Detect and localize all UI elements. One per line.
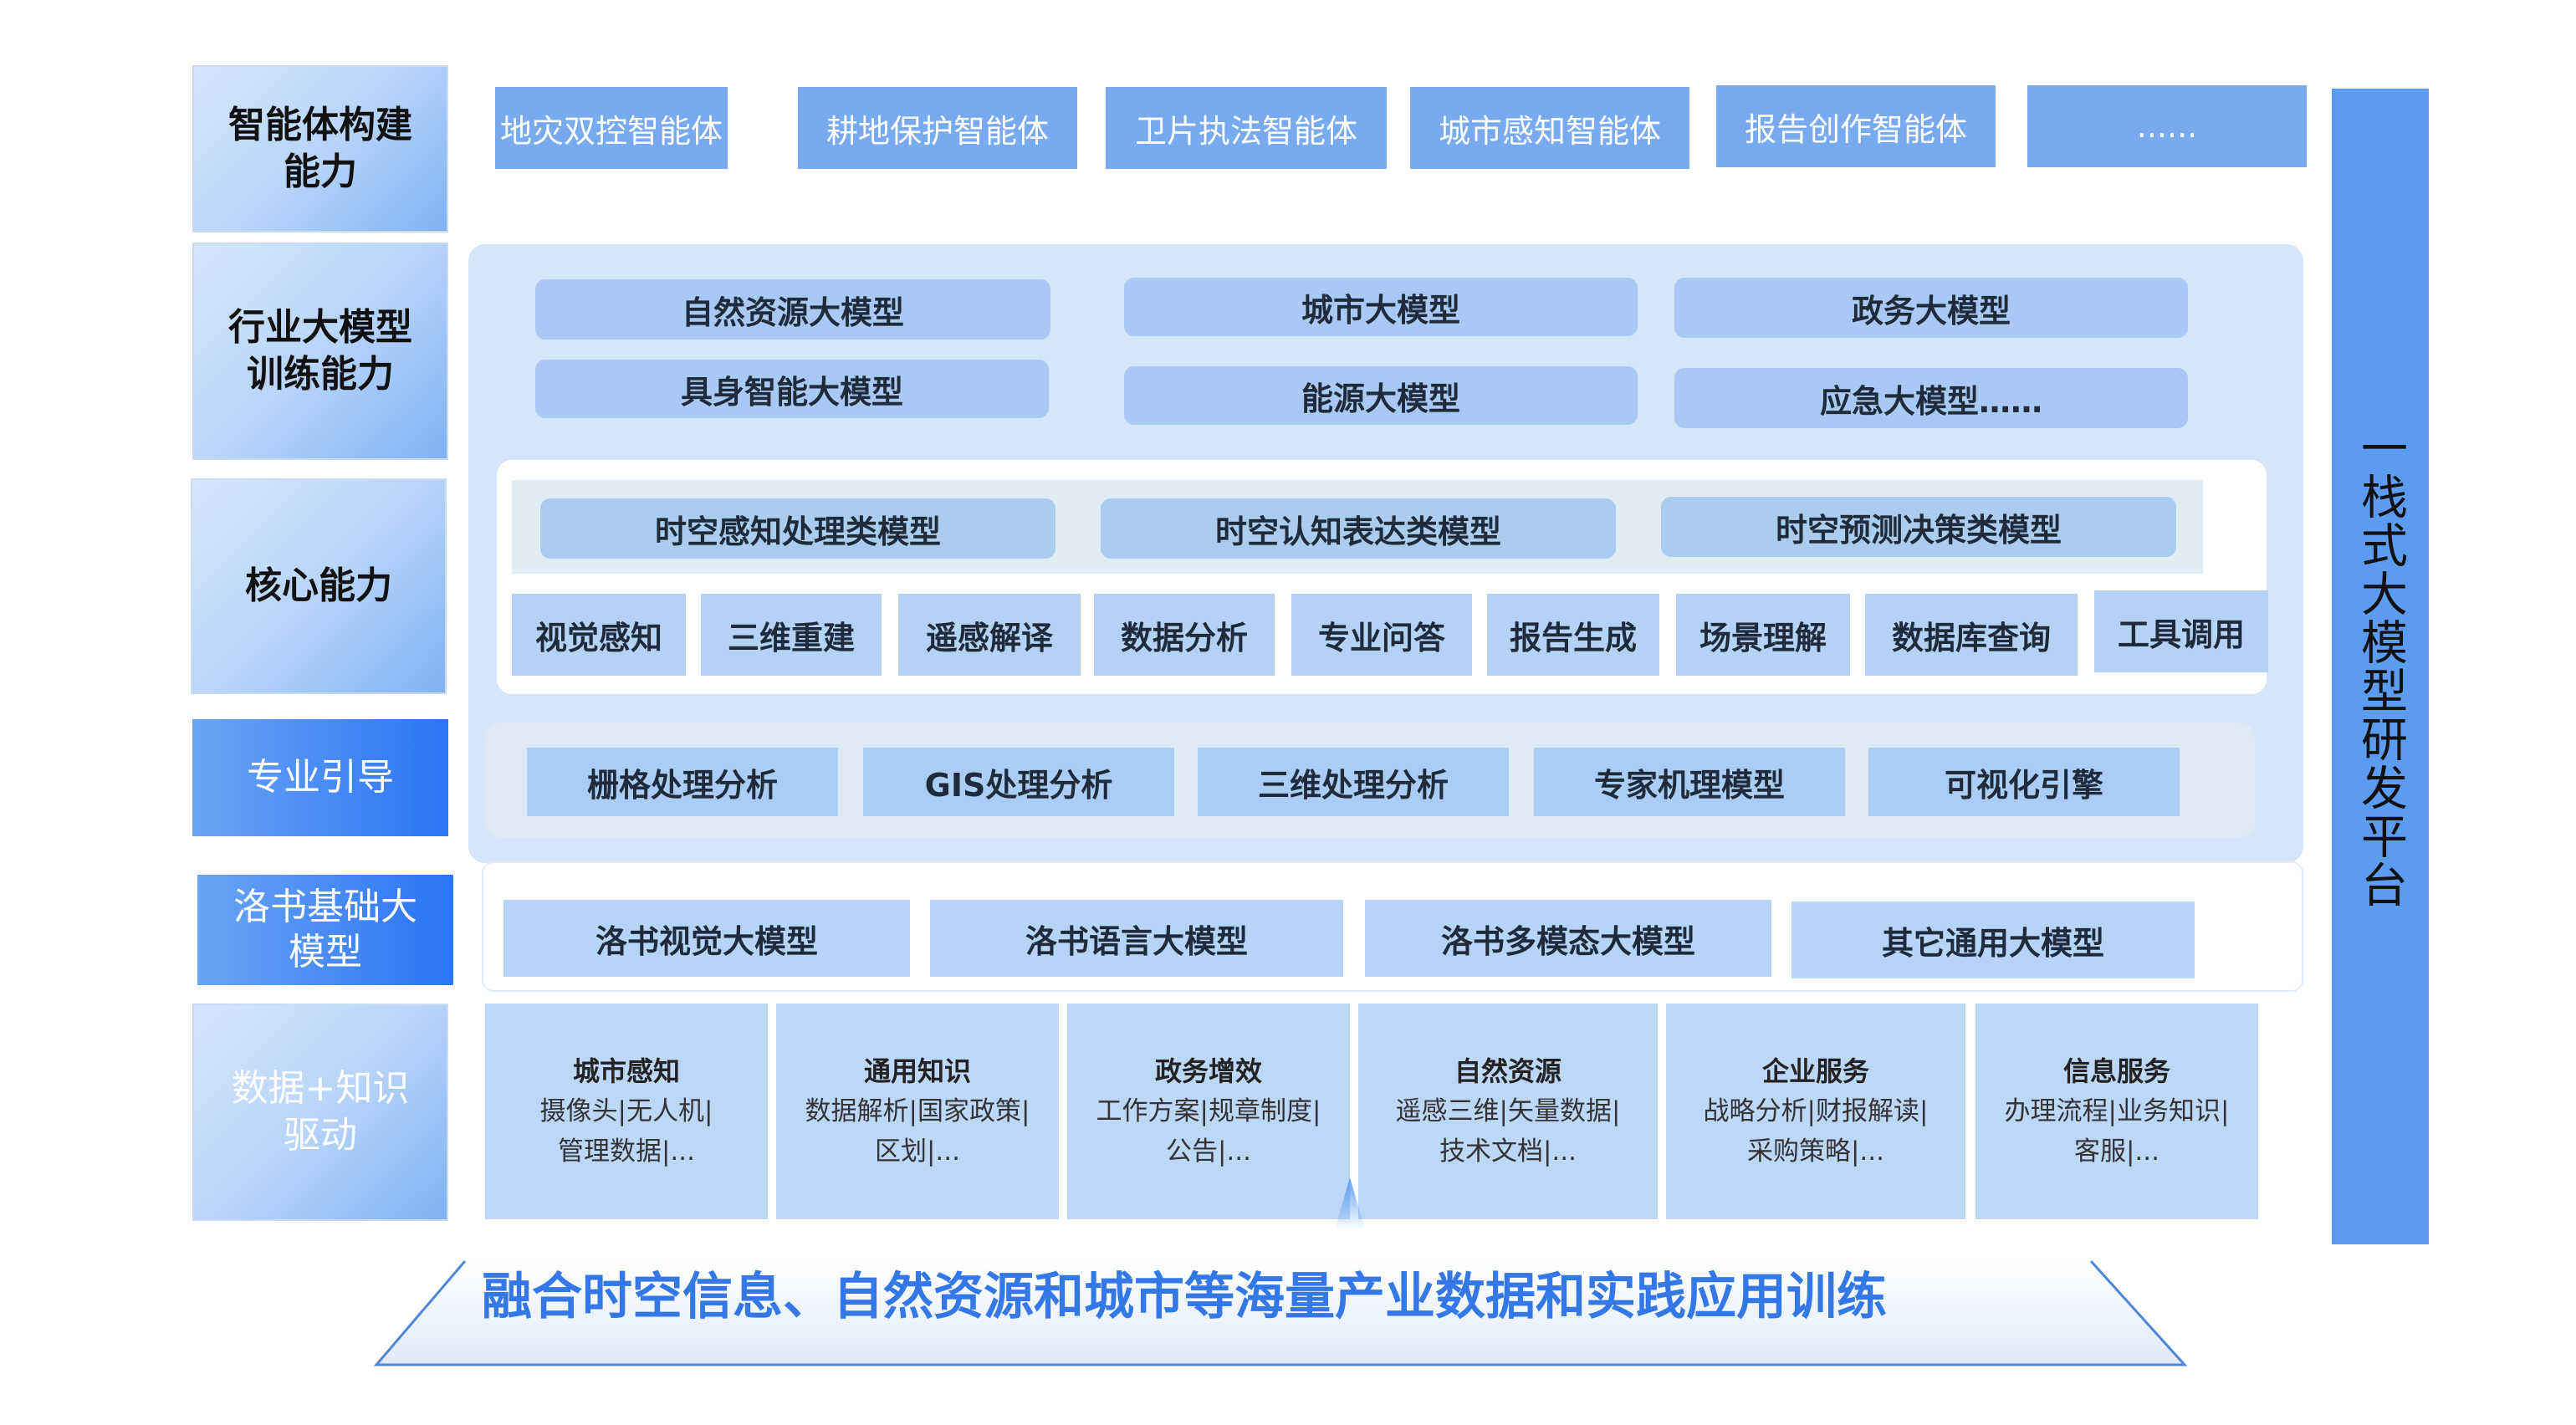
data-source-line: 遥感三维|矢量数据| <box>1395 1096 1621 1126</box>
agent-box-more: ...... <box>2027 85 2307 167</box>
data-source-line: 公告|... <box>1165 1136 1251 1167</box>
agent-box: 报告创作智能体 <box>1716 85 1996 167</box>
label-core-ability: 核心能力 <box>191 478 447 694</box>
luoshu-model: 洛书多模态大模型 <box>1365 900 1771 977</box>
spatiotemporal-model: 时空感知处理类模型 <box>540 498 1055 559</box>
label-data-knowledge: 数据+知识 驱动 <box>192 1004 448 1221</box>
agent-box: 卫片执法智能体 <box>1106 87 1387 169</box>
core-ability: 数据库查询 <box>1865 594 2078 676</box>
core-ability: 专业问答 <box>1291 594 1472 676</box>
data-source-card: 城市感知摄像头|无人机| 管理数据|... <box>485 1004 768 1219</box>
data-source-line: 战略分析|财报解读| <box>1703 1096 1929 1126</box>
data-source-line: 摄像头|无人机| <box>539 1096 713 1126</box>
core-ability: 三维重建 <box>701 594 882 676</box>
core-ability: 工具调用 <box>2094 590 2268 672</box>
data-source-title: 城市感知 <box>572 1055 680 1087</box>
luoshu-model: 洛书语言大模型 <box>930 900 1343 977</box>
industry-model: 具身智能大模型 <box>535 360 1049 418</box>
core-ability: 遥感解译 <box>898 594 1081 676</box>
data-source-card: 政务增效工作方案|规章制度| 公告|... <box>1067 1004 1350 1219</box>
core-ability: 视觉感知 <box>512 594 686 676</box>
professional-tool: 栅格处理分析 <box>527 748 838 816</box>
agent-box: 耕地保护智能体 <box>798 87 1077 169</box>
industry-model: 政务大模型 <box>1674 278 2188 338</box>
label-luoshu-foundation: 洛书基础大 模型 <box>197 875 453 985</box>
core-ability: 数据分析 <box>1094 594 1275 676</box>
agent-box: 城市感知智能体 <box>1410 87 1689 169</box>
data-source-line: 办理流程|业务知识| <box>2004 1096 2230 1126</box>
label-industry-training: 行业大模型 训练能力 <box>192 243 448 460</box>
data-source-line: 数据解析|国家政策| <box>805 1096 1030 1126</box>
data-source-line: 技术文档|... <box>1439 1136 1577 1167</box>
label-professional-guidance: 专业引导 <box>192 719 448 836</box>
professional-tool: GIS处理分析 <box>863 748 1174 816</box>
industry-model: 应急大模型…… <box>1674 368 2188 428</box>
industry-model: 自然资源大模型 <box>535 279 1050 340</box>
data-source-line: 工作方案|规章制度| <box>1096 1096 1321 1126</box>
industry-model: 能源大模型 <box>1124 366 1638 425</box>
data-source-card: 信息服务办理流程|业务知识| 客服|... <box>1975 1004 2258 1219</box>
spatiotemporal-model: 时空认知表达类模型 <box>1101 498 1616 559</box>
spatiotemporal-model: 时空预测决策类模型 <box>1661 497 2176 557</box>
data-source-card: 企业服务战略分析|财报解读| 采购策略|... <box>1666 1004 1965 1219</box>
data-source-line: 客服|... <box>2073 1136 2159 1167</box>
agent-box: 地灾双控智能体 <box>495 87 728 169</box>
data-source-card: 通用知识数据解析|国家政策| 区划|... <box>776 1004 1059 1219</box>
professional-tool: 可视化引擎 <box>1868 748 2180 816</box>
label-agent-building: 智能体构建 能力 <box>192 65 448 232</box>
data-source-line: 采购策略|... <box>1746 1136 1884 1167</box>
data-source-line: 区划|... <box>874 1136 960 1167</box>
data-source-card: 自然资源遥感三维|矢量数据| 技术文档|... <box>1358 1004 1658 1219</box>
industry-model: 城市大模型 <box>1124 278 1638 336</box>
professional-tool: 三维处理分析 <box>1198 748 1509 816</box>
base-banner-text: 融合时空信息、自然资源和城市等海量产业数据和实践应用训练 <box>482 1267 1887 1326</box>
luoshu-model: 洛书视觉大模型 <box>503 900 910 977</box>
core-ability: 场景理解 <box>1676 594 1850 676</box>
spike-arrow-icon <box>1335 1177 1365 1229</box>
luoshu-model: 其它通用大模型 <box>1791 901 2195 978</box>
professional-tool: 专家机理模型 <box>1534 748 1845 816</box>
data-source-title: 企业服务 <box>1761 1055 1869 1087</box>
data-source-title: 自然资源 <box>1454 1055 1561 1087</box>
data-source-title: 信息服务 <box>2062 1055 2170 1087</box>
data-source-title: 通用知识 <box>863 1055 971 1087</box>
data-source-line: 管理数据|... <box>557 1136 695 1167</box>
platform-bar: 一栈式大模型研发平台 <box>2332 89 2429 1244</box>
data-source-title: 政务增效 <box>1154 1055 1262 1087</box>
core-ability: 报告生成 <box>1487 594 1659 676</box>
